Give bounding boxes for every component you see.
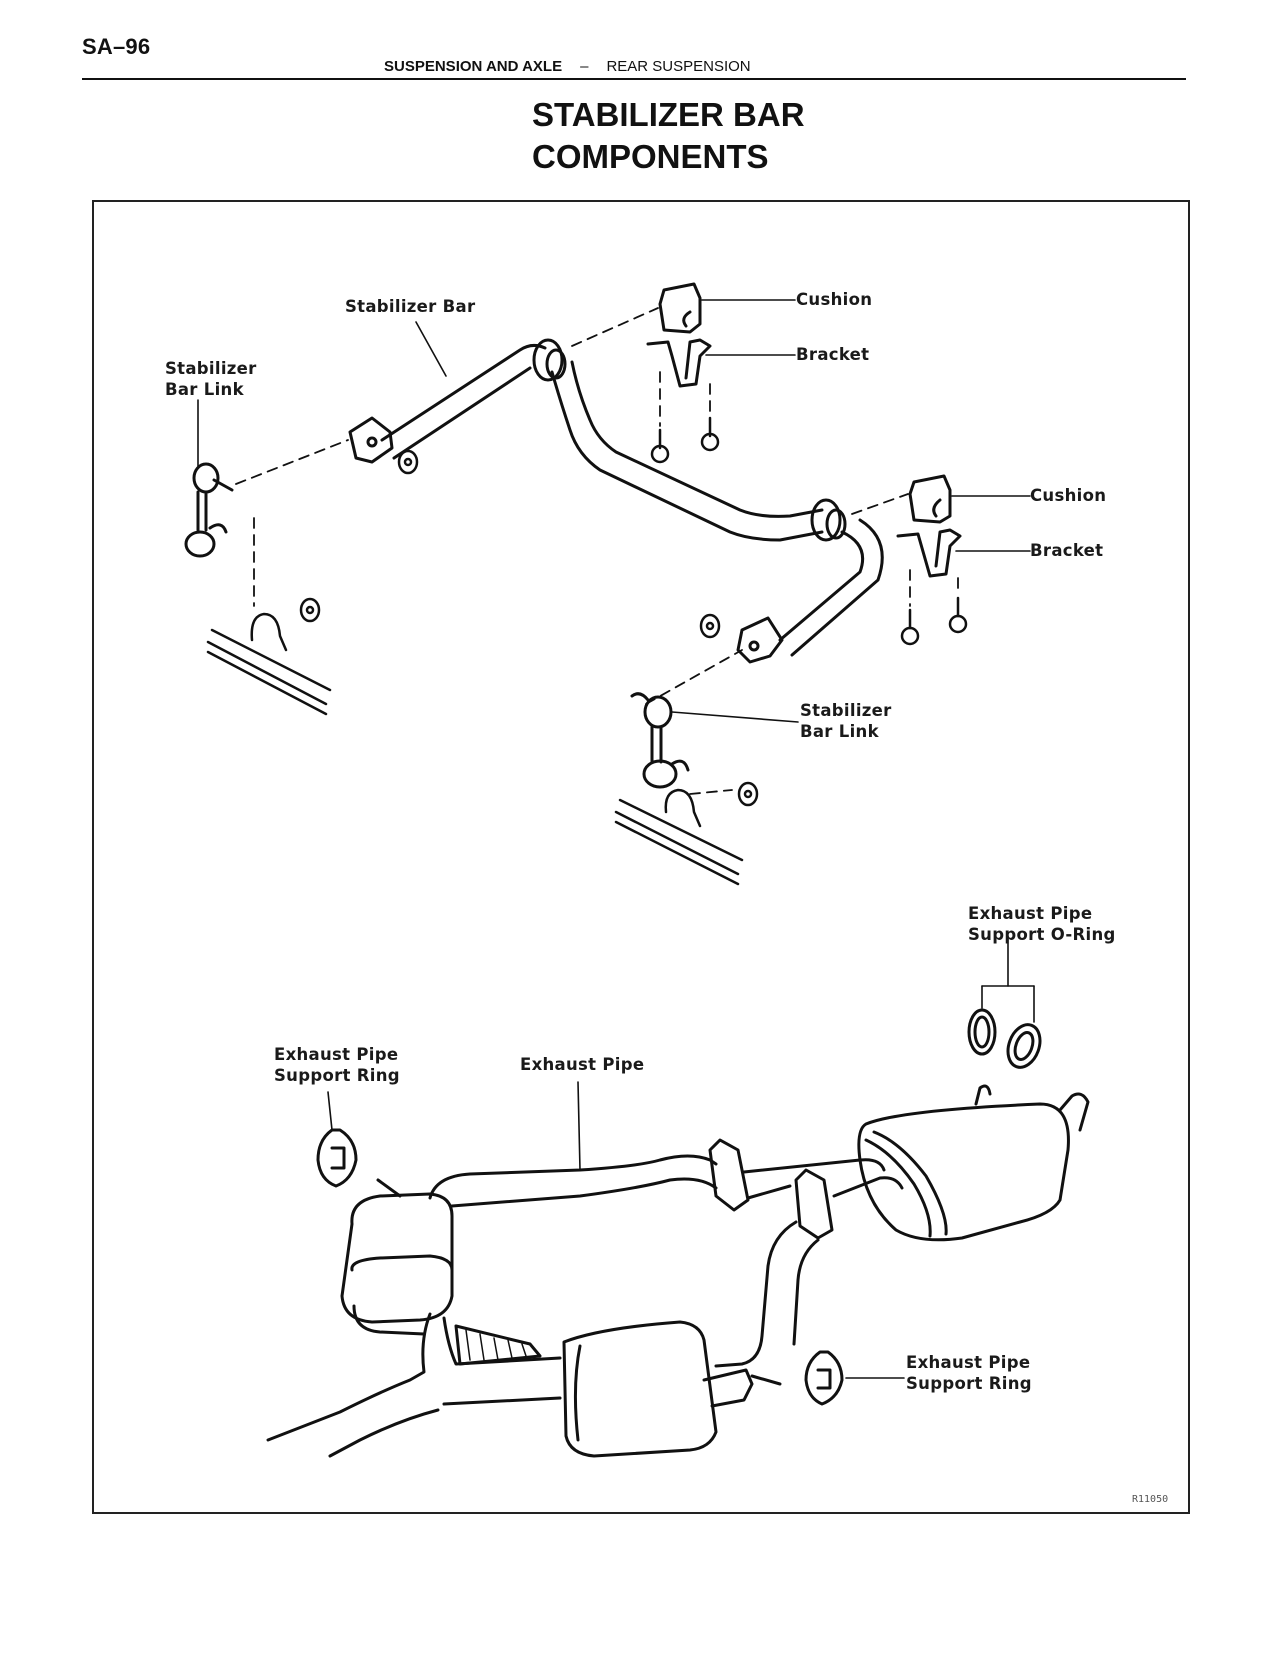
stabilizer-link-left-drawing (184, 462, 234, 558)
support-ring-left-drawing (316, 1128, 358, 1188)
nut-drawings (299, 449, 759, 807)
exhaust-pipe-drawing (266, 1084, 1090, 1458)
label-stabilizer-bar-link-left: Stabilizer Bar Link (165, 358, 257, 400)
section-title: SUSPENSION AND AXLE (384, 58, 563, 75)
mount-cushion-lower-drawing (908, 474, 952, 524)
label-support-ring-right: Exhaust Pipe Support Ring (906, 1352, 1032, 1394)
label-cushion-upper: Cushion (796, 290, 873, 309)
label-support-ring-right-line1: Exhaust Pipe (906, 1353, 1031, 1372)
label-stabilizer-bar-link-right: Stabilizer Bar Link (800, 700, 892, 742)
bar-cushion-lower-drawing (810, 498, 847, 542)
section-header: SUSPENSION AND AXLE–REAR SUSPENSION (384, 58, 751, 75)
bar-end-right-drawing (736, 616, 784, 664)
exhaust-oring-drawings (967, 1008, 1042, 1069)
label-support-ring-right-line2: Support Ring (906, 1374, 1032, 1393)
mount-bracket-upper-drawing (646, 338, 712, 388)
header-rule (82, 78, 1186, 80)
mount-cushion-upper-drawing (658, 282, 702, 334)
label-stabilizer-bar-link-right-line2: Bar Link (800, 722, 879, 741)
page-title-line-2: COMPONENTS (532, 138, 769, 175)
bar-end-left-drawing (348, 416, 394, 464)
label-stabilizer-bar-link-left-line1: Stabilizer (165, 359, 257, 378)
label-stabilizer-bar: Stabilizer Bar (345, 297, 476, 316)
subsection-title: REAR SUSPENSION (606, 58, 751, 75)
label-oring-line1: Exhaust Pipe (968, 904, 1093, 923)
label-exhaust-pipe: Exhaust Pipe (520, 1055, 645, 1074)
mount-bracket-lower-drawing (896, 528, 962, 578)
label-bracket-lower: Bracket (1030, 541, 1104, 560)
label-support-ring-left: Exhaust Pipe Support Ring (274, 1044, 400, 1086)
label-bracket-upper: Bracket (796, 345, 870, 364)
label-oring-line2: Support O-Ring (968, 925, 1116, 944)
page-number: SA–96 (82, 34, 151, 59)
body-rail-right-drawing (614, 788, 744, 886)
label-stabilizer-bar-link-left-line2: Bar Link (165, 380, 244, 399)
leader-lines-exhaust (327, 935, 1035, 1379)
support-ring-right-drawing (804, 1350, 844, 1406)
bolt-drawings (650, 416, 968, 646)
label-support-ring-left-line2: Support Ring (274, 1066, 400, 1085)
figure-id: R11050 (1132, 1494, 1169, 1505)
page-title-line-1: STABILIZER BAR (532, 96, 805, 133)
assembly-dashed-lines (235, 307, 959, 795)
stabilizer-bar-drawing (380, 343, 884, 657)
section-separator: – (580, 58, 589, 75)
label-support-ring-left-line1: Exhaust Pipe (274, 1045, 399, 1064)
label-stabilizer-bar-link-right-line1: Stabilizer (800, 701, 892, 720)
leader-lines-upper (197, 299, 1031, 723)
label-exhaust-pipe-support-oring: Exhaust Pipe Support O-Ring (968, 903, 1116, 945)
diagram-frame (92, 200, 1190, 1514)
bar-cushion-upper-drawing (532, 338, 567, 382)
label-cushion-lower: Cushion (1030, 486, 1107, 505)
page-title: STABILIZER BAR COMPONENTS (532, 94, 805, 178)
stabilizer-link-right-drawing (630, 692, 690, 789)
body-rail-left-drawing (206, 612, 332, 716)
